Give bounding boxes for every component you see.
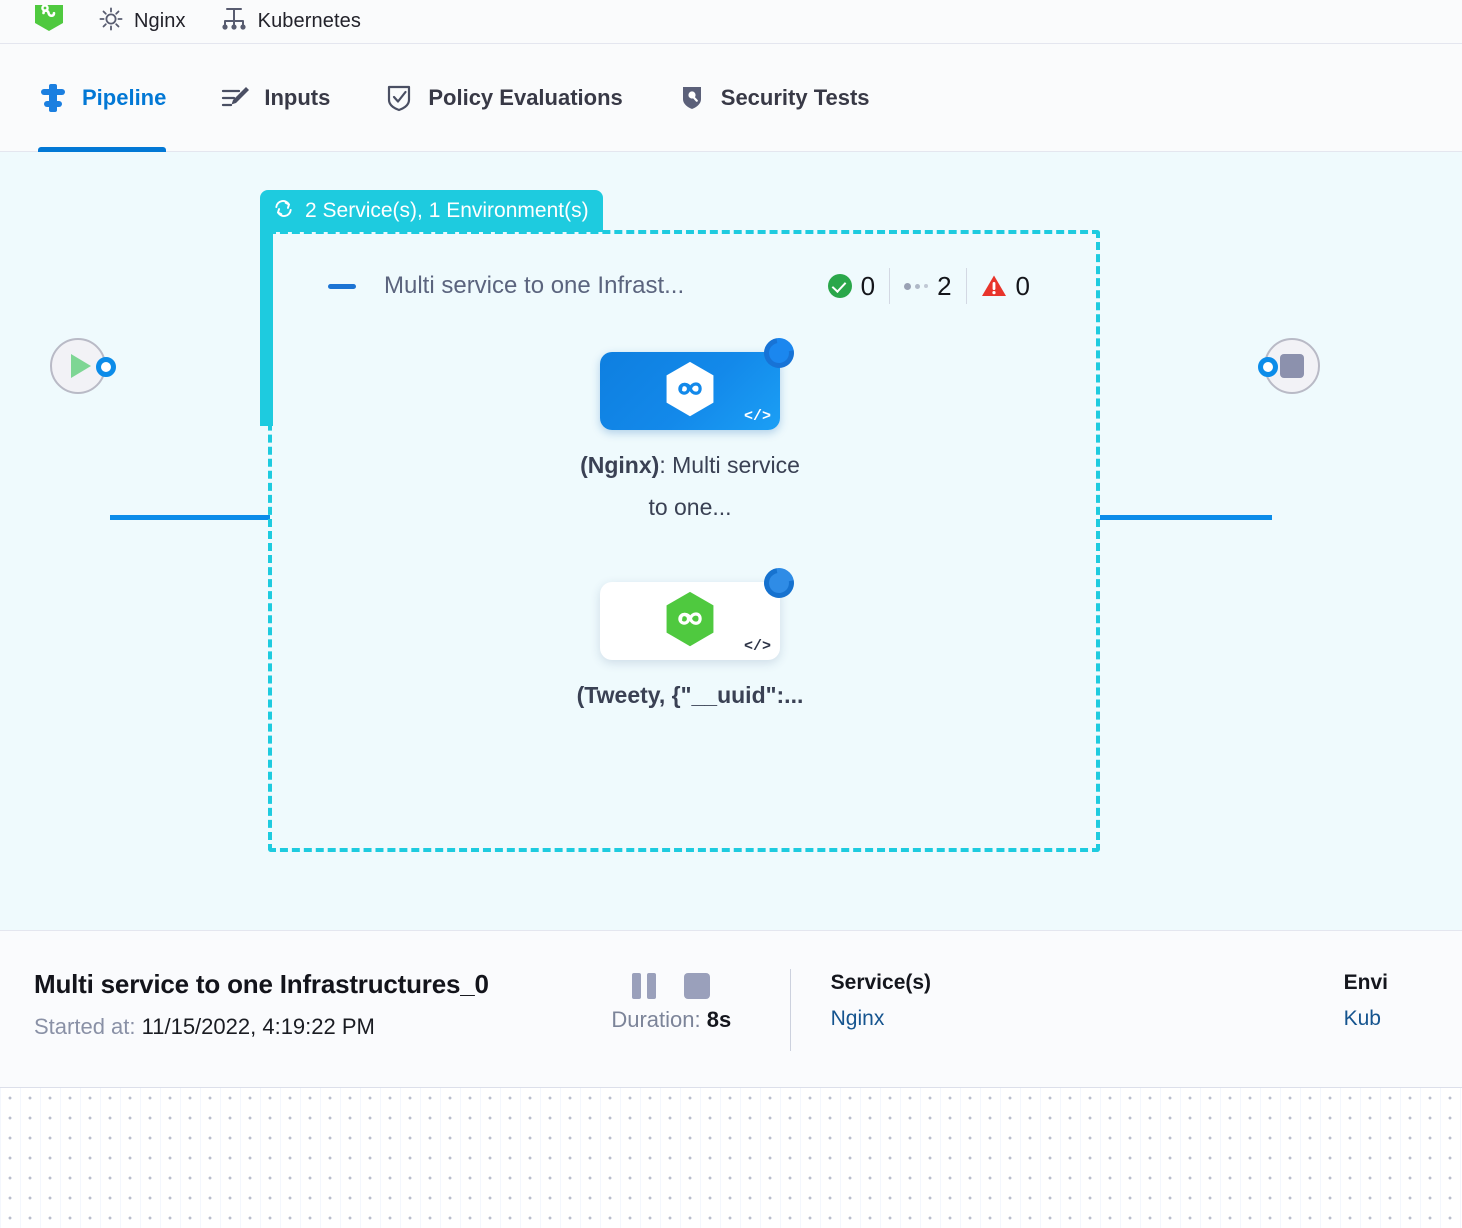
check-circle-icon [827,274,852,298]
breadcrumb-label-kubernetes: Kubernetes [257,10,361,32]
infinity-hexagon-icon [660,589,720,654]
node-nginx-card[interactable]: </> [600,332,800,430]
infinity-hexagon-icon [660,359,720,424]
breadcrumb-item-logo[interactable] [34,0,64,39]
node-tweety-label-bold: (Tweety, {"__uuid":... [576,682,804,708]
tab-label-pipeline: Pipeline [82,84,167,110]
start-node-port[interactable] [96,357,116,377]
tab-pipeline[interactable]: Pipeline [38,44,184,152]
counter-failed[interactable]: 0 [965,268,1044,304]
services-heading: Service(s) [830,971,932,994]
group-left-rail [260,228,273,426]
gear-icon [98,6,124,37]
shield-check-icon [384,83,414,113]
tab-security-tests[interactable]: Security Tests [677,44,888,152]
inputs-pencil-icon [220,83,250,113]
tab-inputs[interactable]: Inputs [220,44,348,152]
counter-running[interactable]: 2 [889,268,965,304]
warning-triangle-icon [981,274,1007,298]
kubernetes-icon [220,6,248,37]
control-row [553,973,790,999]
duration-label: Duration: [611,1007,701,1032]
detail-column-environments: Envi Kub [1344,931,1462,1031]
code-glyph-icon: </> [743,638,771,655]
group-status-counters: 0 2 0 [814,268,1044,304]
started-at-label: Started at: [34,1014,136,1039]
node-tweety-label: (Tweety, {"__uuid":... [575,674,805,716]
tab-bar: Pipeline Inputs Policy Evaluations [0,44,1462,152]
breadcrumb: Nginx Kubernetes [0,0,1462,44]
detail-controls: Duration: 8s [553,931,790,1033]
dots-icon [904,282,929,290]
pipeline-canvas[interactable]: 2 Service(s), 1 Environment(s) Multi ser… [0,152,1462,930]
stop-button[interactable] [684,973,711,999]
counter-failed-value: 0 [1015,270,1030,301]
stop-icon [1280,354,1304,378]
detail-left: Multi service to one Infrastructures_0 S… [0,931,553,1040]
grid-canvas[interactable] [0,1088,1462,1228]
rotate-loop-icon [272,197,295,226]
code-glyph-icon: </> [743,408,771,425]
node-nginx-label-bold: (Nginx) [580,452,660,478]
counter-success[interactable]: 0 [814,268,889,304]
collapse-toggle-icon[interactable] [328,283,356,289]
environments-link-kubernetes[interactable]: Kub [1343,1007,1381,1030]
duration-value: 8s [706,1007,732,1032]
pipeline-icon [38,83,68,113]
hexagon-logo-icon [34,0,64,39]
group-title: Multi service to one Infrast... [384,272,685,299]
detail-column-services: Service(s) Nginx [791,931,1344,1031]
node-nginx-label: (Nginx): Multi service to one... [575,444,805,528]
counter-running-value: 2 [937,270,952,301]
end-node-port[interactable] [1258,357,1278,377]
started-at-value: 11/15/2022, 4:19:22 PM [141,1014,375,1039]
environments-heading: Envi [1343,971,1388,994]
play-icon [70,354,91,378]
pause-button[interactable] [632,973,658,999]
started-at: Started at: 11/15/2022, 4:19:22 PM [34,1014,553,1040]
breadcrumb-item-nginx[interactable]: Nginx [98,6,186,37]
group-header: Multi service to one Infrast... 0 2 [328,268,1044,304]
counter-success-value: 0 [860,270,876,301]
duration: Duration: 8s [553,1007,790,1033]
services-link-nginx[interactable]: Nginx [830,1007,885,1030]
tab-label-policy-evaluations: Policy Evaluations [428,84,623,110]
node-tweety[interactable]: </> (Tweety, {"__uuid":... [577,562,805,716]
execution-detail-panel: Multi service to one Infrastructures_0 S… [0,930,1462,1088]
breadcrumb-item-kubernetes[interactable]: Kubernetes [220,6,361,37]
page-title: Multi service to one Infrastructures_0 [34,969,489,999]
end-node[interactable] [1264,338,1320,394]
shield-lock-icon [677,83,707,113]
wire-start-to-group [110,515,270,520]
tab-label-security-tests: Security Tests [720,84,870,110]
tab-label-inputs: Inputs [264,84,331,110]
tab-policy-evaluations[interactable]: Policy Evaluations [384,44,640,152]
node-nginx-label-rest: : Multi service to one... [648,452,800,520]
breadcrumb-label-nginx: Nginx [134,10,186,32]
node-tweety-card[interactable]: </> [600,562,800,660]
divider [789,969,791,1051]
group-label-text: 2 Service(s), 1 Environment(s) [305,199,589,222]
group-dashed-box[interactable] [268,230,1100,852]
wire-group-to-end [1100,515,1272,520]
node-nginx[interactable]: </> (Nginx): Multi service to one... [580,332,805,528]
group-label-pill[interactable]: 2 Service(s), 1 Environment(s) [260,190,603,232]
